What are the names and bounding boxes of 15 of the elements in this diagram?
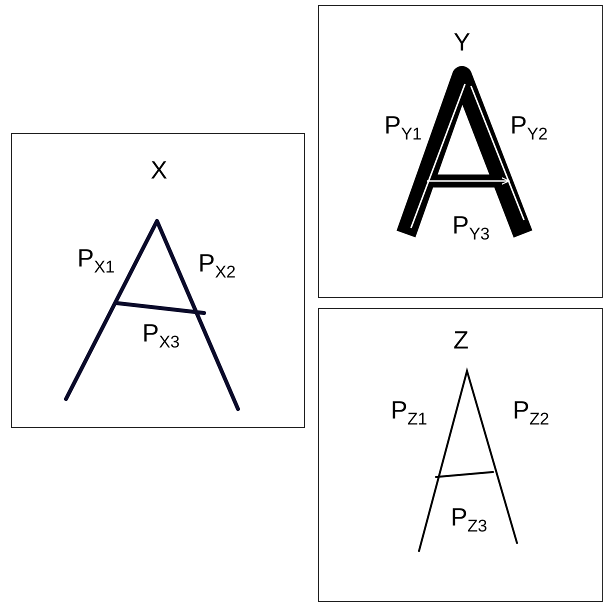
segment-label: P$_{Y3}$ (452, 214, 490, 242)
segment-label: P$_{X3}$ (142, 322, 180, 350)
panel-title: Y (454, 30, 470, 56)
segment-label: P$_{X1}$ (77, 246, 115, 276)
segment-label: P$_{Y1}$ (384, 114, 422, 142)
panel-box (318, 308, 603, 602)
segment-label: P$_{Z2}$ (512, 398, 550, 428)
segment-label: P$_{Z1}$ (390, 398, 428, 428)
panel-box (11, 133, 305, 428)
segment-label: P$_{X2}$ (198, 252, 236, 280)
panel-title: Z (453, 328, 469, 354)
panel-title: X (150, 158, 168, 184)
panel-box (318, 5, 603, 298)
segment-label: P$_{Z3}$ (450, 506, 488, 534)
segment-label: P$_{Y2}$ (510, 114, 548, 142)
